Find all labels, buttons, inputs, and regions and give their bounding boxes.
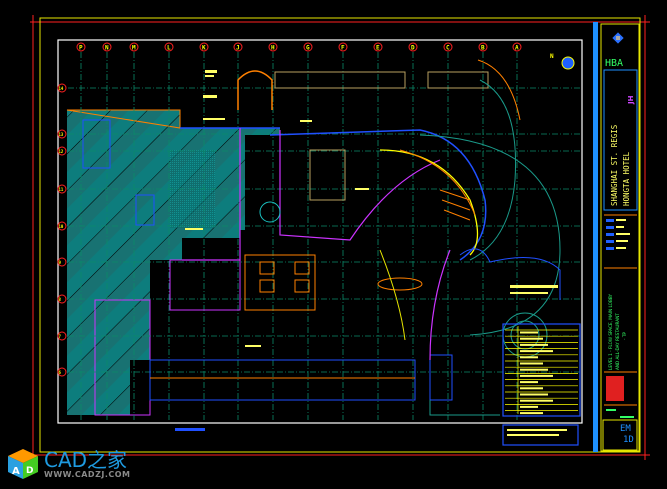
row-grid-label: 6	[59, 370, 62, 375]
grid-bubble	[338, 42, 348, 52]
sheet-title-line1: LEVEL 1 - FLOW SPACE, MAIN LOBBY	[608, 294, 613, 370]
legend-row-text	[520, 362, 543, 365]
row-grid-label: 12	[59, 149, 64, 154]
legend-row-text	[520, 331, 538, 334]
legend-row-text	[520, 368, 548, 371]
legend-row-text	[520, 350, 553, 353]
legend-row-text	[520, 374, 553, 377]
column-grid-label: D	[411, 45, 415, 52]
grid-bubble	[57, 294, 67, 304]
hba-logo-icon	[612, 32, 624, 44]
north-arrow-icon: N	[550, 53, 575, 70]
grid-bubble	[512, 42, 522, 52]
firm-name: HBA	[605, 58, 623, 69]
grid-bubble	[57, 257, 67, 267]
sheet-title-line3: - TP	[622, 332, 627, 340]
legend-row-text	[520, 399, 553, 402]
legend-row-text	[520, 393, 548, 396]
column-grid-label: L	[167, 45, 171, 52]
column-grid-label: P	[79, 45, 83, 52]
legend-row-text	[520, 412, 543, 415]
column-grid-label: F	[341, 45, 345, 52]
column-grid-label: N	[105, 45, 109, 52]
discipline-code: EM	[620, 424, 631, 434]
row-grid-bubbles: 14 13 12 11 10 9 8 7 6	[57, 83, 67, 377]
reviewer-mark: JH	[627, 95, 635, 105]
column-grid-label: M	[132, 45, 136, 52]
grid-bubble	[129, 42, 139, 52]
row-grid-label: 9	[59, 260, 62, 265]
column-grid-label: K	[202, 45, 206, 52]
sheet-number: 1D	[623, 435, 634, 445]
row-grid-label: 10	[59, 224, 64, 229]
project-name-line2: HONGTA HOTEL	[622, 151, 631, 206]
grid-bubble	[57, 146, 67, 156]
sheet-title-line2: AND ALL-DAY RESTAURANT	[615, 313, 620, 370]
row-grid-label: 7	[59, 334, 62, 339]
watermark-url: WWW.CADZJ.COM	[44, 469, 131, 479]
legend-table	[502, 323, 581, 446]
grid-bubble	[57, 129, 67, 139]
column-grid-label: C	[446, 45, 450, 52]
grid-bubble	[408, 42, 418, 52]
legend-row-text	[520, 343, 548, 346]
row-grid-label: 14	[59, 86, 64, 91]
grid-bubble	[233, 42, 243, 52]
grid-bubble	[478, 42, 488, 52]
title-block: HBA JH SHANGHAI ST. REGIS HONGTA HOTEL L…	[600, 23, 640, 452]
grid-bubble	[57, 331, 67, 341]
sheet-border	[30, 15, 650, 460]
grid-bubble	[57, 221, 67, 231]
legend-row-text	[520, 381, 538, 384]
hatched-existing-area	[66, 109, 280, 416]
legend-row-text	[520, 337, 543, 340]
grid-bubble	[102, 42, 112, 52]
grid-bubble	[57, 367, 67, 377]
row-grid-label: 8	[59, 297, 62, 302]
grid-bubble	[443, 42, 453, 52]
watermark: A D CAD之家 WWW.CADZJ.COM	[6, 447, 131, 481]
legend-row-text	[520, 387, 543, 390]
legend-row-text	[520, 405, 538, 408]
column-grid-label: G	[306, 45, 310, 52]
column-grid-label: E	[376, 45, 380, 52]
project-name-line1: SHANGHAI ST. REGIS	[610, 124, 619, 206]
plan-annotations	[175, 70, 558, 431]
grid-bubble	[76, 42, 86, 52]
column-grid-label: H	[271, 45, 275, 52]
row-grid-label: 11	[59, 187, 64, 192]
north-label: N	[550, 53, 554, 60]
grid-bubble	[268, 42, 278, 52]
legend-row-text	[520, 356, 538, 359]
grid-bubble	[57, 184, 67, 194]
grid-bubble	[164, 42, 174, 52]
grid-bubble	[303, 42, 313, 52]
svg-text:D: D	[26, 466, 33, 476]
column-grid-label: A	[515, 45, 519, 52]
grid-bubble	[199, 42, 209, 52]
grid-bubble	[373, 42, 383, 52]
watermark-title: CAD之家	[44, 447, 128, 472]
row-grid-label: 13	[59, 132, 64, 137]
grid-bubble	[57, 83, 67, 93]
floor-plan-walls	[82, 59, 561, 416]
svg-text:A: A	[12, 466, 20, 477]
column-grid-label: J	[236, 45, 240, 52]
cadzj-logo-icon: A D	[6, 447, 40, 481]
structural-grid	[68, 52, 580, 420]
column-grid-label: B	[481, 45, 485, 52]
